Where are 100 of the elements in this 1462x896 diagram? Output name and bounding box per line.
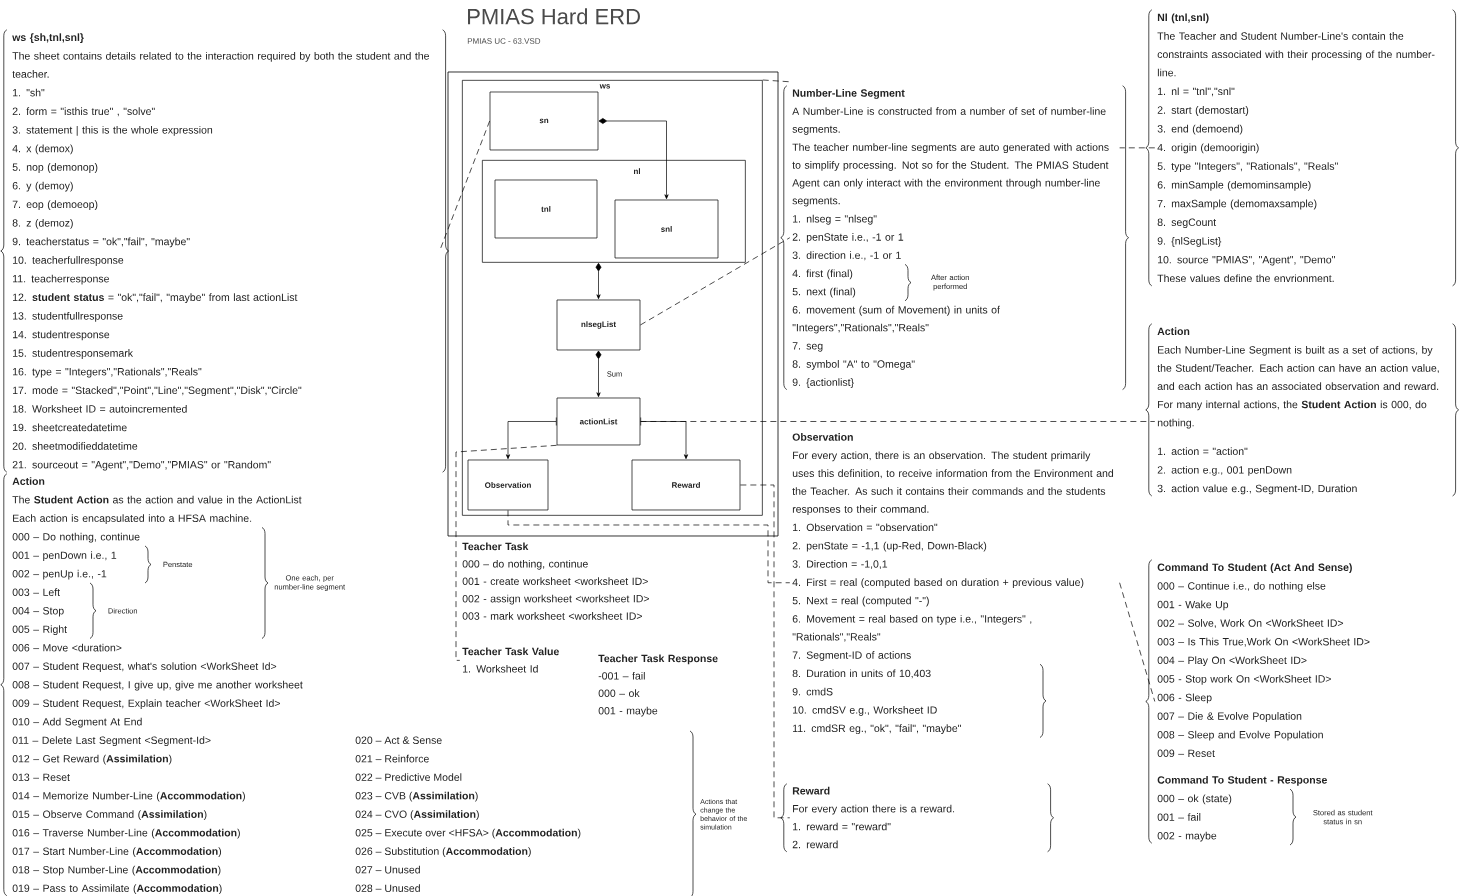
list-item: -001 – fail: [598, 671, 645, 680]
description-text: These values define the envrionment.: [1157, 274, 1334, 283]
list-item: 18. Worksheet ID = autoincremented: [13, 404, 187, 413]
list-item: 8. segCount: [1157, 218, 1217, 229]
list-item: 015 – Observe Command (Assimilation): [12, 810, 207, 821]
list-item: 003 - mark worksheet <worksheet ID>: [462, 612, 642, 620]
list-item: 8. z (demoz): [12, 218, 73, 229]
section-heading: Observation: [792, 433, 853, 441]
list-item: 005 – Right: [12, 625, 67, 636]
title: PMIAS Hard ERD: [468, 8, 640, 25]
list-item: 021 – Reinforce: [355, 754, 429, 763]
leader-line: [507, 510, 791, 584]
relationship-arrow: [640, 417, 689, 460]
list-item: 022 – Predictive Model: [355, 773, 462, 781]
list-item: 6. y (demoy): [12, 181, 73, 192]
list-item: 005 - Stop work On <WorkSheet ID>: [1157, 674, 1331, 685]
list-item: 17. mode = "Stacked","Point","Line","Segment","Disk","Circle": [13, 386, 302, 397]
entity-box: snl: [614, 199, 719, 259]
list-item: 4. x (demox): [12, 144, 73, 155]
list-item: 4. First = real (computed based on duration + previous value): [792, 578, 1084, 589]
description-text: For every action there is a reward.: [793, 804, 955, 815]
description-text: The teacher number-line segments are auto generated with actions to simplify processing. Not so for the Student. The PMIAS Student Agent can only interact with the environment through number-line segments.: [792, 143, 1109, 207]
list-item: 13. studentfullresponse: [13, 311, 123, 322]
list-item: 5. type "Integers", "Rationals", "Reals": [1157, 162, 1338, 172]
entity-box: tnl: [494, 179, 598, 239]
list-item: 6. movement (sum of Movement) in units of "Integers","Rationals","Reals": [792, 305, 1000, 334]
list-item: 000 – Do nothing, continue: [12, 532, 140, 543]
list-item: 6. minSample (demominsample): [1157, 180, 1311, 191]
list-item: 3. Direction = -1,0,1: [792, 560, 888, 569]
list-item: 001 - maybe: [598, 706, 658, 717]
list-item: 2. penState i.e., -1 or 1: [792, 233, 904, 243]
description-text: The Student Action as the action and value in the ActionList: [12, 495, 302, 504]
list-item: 19. sheetcreatedatetime: [13, 423, 127, 432]
list-item: 7. Segment-ID of actions: [792, 651, 911, 661]
list-item: 000 – ok (state): [1157, 794, 1232, 805]
list-item: 3. end (demoend): [1157, 124, 1243, 135]
list-item: 027 – Unused: [355, 865, 420, 874]
subtitle: PMIAS UC - 63.VSD: [467, 38, 541, 44]
list-item: 2. reward: [792, 840, 838, 849]
leader-line: [640, 237, 791, 326]
description-text: The sheet contains details related to the interaction required by both the student and the teacher.: [12, 51, 429, 78]
list-item: 21. sourceout = "Agent","Demo","PMIAS" or "Random": [12, 460, 271, 471]
list-item: 1. "sh": [13, 88, 45, 97]
list-item: 5. next (final): [792, 287, 856, 298]
list-item: 020 – Act & Sense: [355, 736, 442, 744]
list-item: 007 – Die & Evolve Population: [1157, 712, 1302, 722]
list-item: 12. student status = "ok","fail", "maybe" from last actionList: [13, 293, 298, 304]
list-item: 2. action e.g., 001 penDown: [1157, 465, 1292, 476]
list-item: 007 – Student Request, what's solution <WorkSheet Id>: [12, 662, 277, 673]
list-item: 16. type = "Integers","Rationals","Reals": [13, 367, 202, 378]
list-item: 008 – Sleep and Evolve Population: [1157, 730, 1323, 741]
leader-line: [1119, 582, 1156, 702]
list-item: 001 - create worksheet <worksheet ID>: [462, 577, 648, 585]
list-item: 026 – Substitution (Accommodation): [355, 847, 531, 858]
section-heading: ws {sh,tnl,snl}: [12, 33, 84, 44]
entity-box: sn: [489, 91, 599, 151]
list-item: 8. Duration in units of 10,403: [792, 669, 931, 679]
list-item: 002 – penUp i.e., -1: [12, 569, 107, 580]
list-item: 000 – ok: [598, 689, 640, 697]
list-item: 9. teacherstatus = "ok","fail", "maybe": [12, 237, 190, 248]
relationship-arrow: [505, 417, 557, 460]
list-item: 028 – Unused: [355, 884, 420, 892]
list-item: 2. penState = -1,1 (up-Red, Down-Black): [792, 541, 987, 552]
list-item: 000 – Continue i.e., do nothing else: [1157, 581, 1326, 592]
list-item: 4. origin (demoorigin): [1157, 143, 1259, 154]
list-item: 012 – Get Reward (Assimilation): [12, 754, 172, 765]
list-item: 9. {nlSegList}: [1157, 237, 1222, 247]
section-heading: Command To Student (Act And Sense): [1157, 563, 1352, 574]
list-item: 3. direction i.e., -1 or 1: [792, 251, 901, 261]
section-heading: Number-Line Segment: [792, 89, 905, 99]
list-item: 15. studentresponsemark: [13, 349, 133, 359]
list-item: 006 – Move <duration>: [12, 643, 122, 652]
description-text: For every action, there is an observation. The student primarily uses this definition, to receive information from the Environment and the Teacher. As such it contains their commands and the students responses to their command.: [792, 451, 1114, 515]
description-text: Each action is encapsulated into a HFSA machine.: [13, 514, 252, 525]
leader-line: [740, 484, 791, 819]
entity-box: actionList: [556, 397, 641, 446]
list-item: 004 – Play On <WorkSheet ID>: [1157, 656, 1307, 667]
relationship-arrow: [595, 350, 602, 398]
section-heading: Nl (tnl,snl): [1157, 13, 1209, 24]
description-text: Each Number-Line Segment is built as a set of actions, by the Student/Teacher. Each action can have an action value, and each action has an associated observation and reward. For many internal actions, the Student Action is 000, do nothing.: [1157, 345, 1439, 429]
list-item: 1. Worksheet Id: [463, 664, 538, 673]
list-item: 006 - Sleep: [1157, 693, 1212, 704]
relationship-arrow: [595, 262, 602, 300]
list-item: 001 - Wake Up: [1157, 600, 1229, 611]
list-item: 001 – penDown i.e., 1: [12, 551, 117, 562]
list-item: 009 – Student Request, Explain teacher <WorkSheet Id>: [12, 699, 280, 710]
leader-line: [455, 445, 557, 661]
list-item: 4. first (final): [792, 269, 853, 280]
list-item: 11. cmdSR eg., "ok", "fail", "maybe": [793, 724, 961, 735]
description-text: A Number-Line is constructed from a number of set of number-line segments.: [792, 107, 1106, 135]
list-item: 2. form = "isthis true" , "solve": [12, 107, 155, 117]
list-item: 018 – Stop Number-Line (Accommodation): [12, 865, 221, 876]
list-item: 010 – Add Segment At End: [12, 717, 142, 728]
list-item: 9. {actionlist}: [792, 378, 854, 388]
list-item: 011 – Delete Last Segment <Segment-Id>: [12, 736, 211, 747]
list-item: 1. nl = "tnl","snl": [1158, 87, 1235, 97]
list-item: 002 - maybe: [1157, 831, 1217, 842]
list-item: 008 – Student Request, I give up, give me another worksheet: [12, 680, 303, 691]
list-item: 003 – Left: [12, 588, 60, 596]
list-item: 016 – Traverse Number-Line (Accommodation): [12, 828, 240, 839]
